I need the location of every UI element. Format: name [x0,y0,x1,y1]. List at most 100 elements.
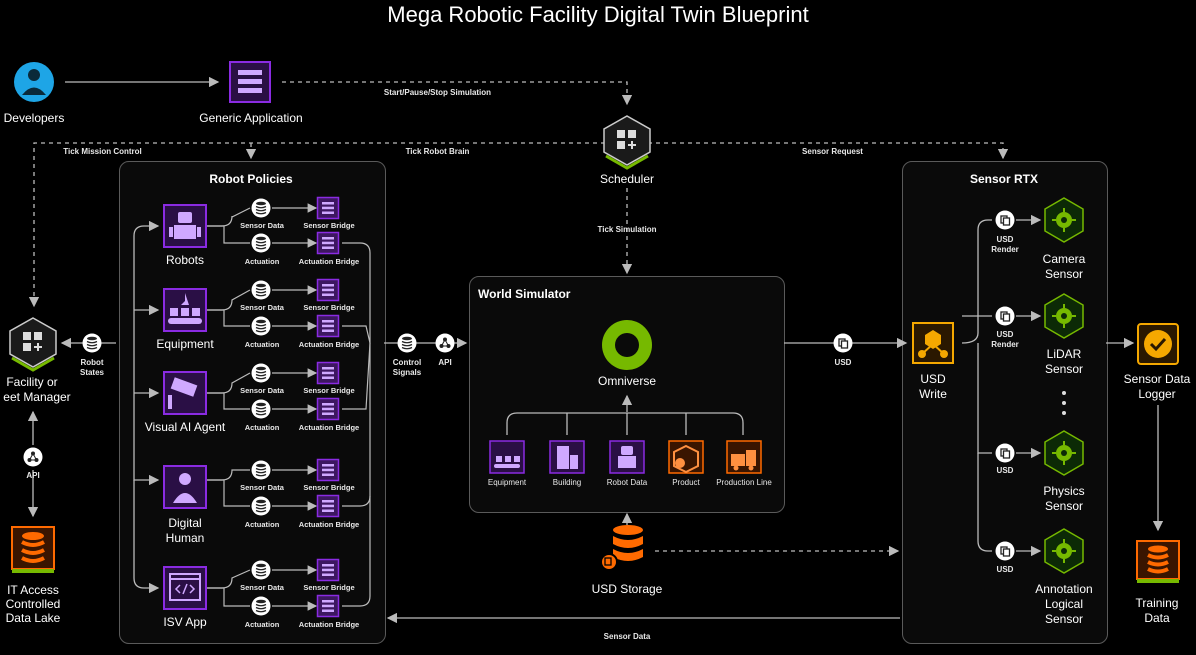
sensor-bridge-label: Sensor Bridge [303,583,355,592]
visual-ai-agent-label: Visual AI Agent [144,420,226,434]
actuation-bridge-label: Actuation Bridge [298,620,360,629]
data-lake-label-2: Controlled [5,597,61,611]
robot-policies-title: Robot Policies [209,172,293,186]
usd-write-label-2: Write [919,387,947,401]
sensor-logger-icon [1137,323,1179,365]
usd-render-label-2: Render [991,340,1019,349]
generic-app-icon [229,61,271,103]
facility-manager-label-1: Facility or [6,375,58,389]
asset-robot-data-label: Robot Data [606,478,648,487]
sensor-bridge-label: Sensor Bridge [303,386,355,395]
sensor-bridge-label: Sensor Bridge [303,303,355,312]
lidar-sensor-label-2: Sensor [1044,362,1084,376]
sensor-rtx-title: Sensor RTX [969,172,1038,186]
asset-production-line-label: Production Line [716,478,772,487]
tick-simulation-label: Tick Simulation [597,225,657,234]
sensor-bridge-label: Sensor Bridge [303,483,355,492]
usd-edge-label: USD [834,358,852,367]
start-pause-stop-label: Start/Pause/Stop Simulation [383,88,492,97]
camera-sensor-label-1: Camera [1042,252,1086,266]
lidar-sensor-label-1: LiDAR [1046,347,1082,361]
training-data-icon [1136,540,1180,583]
annotation-sensor-icon [1044,528,1084,574]
actuation-label: Actuation [244,520,280,529]
sensor-data-return-label: Sensor Data [603,632,651,641]
developers-icon [14,62,54,102]
usd-render-label-2: Render [991,245,1019,254]
robot-states-label-1: Robot [80,358,104,367]
tick-robot-brain-label: Tick Robot Brain [405,147,470,156]
annotation-sensor-label-2: Logical [1044,597,1084,611]
equipment-icon [163,288,207,332]
sensor-data-label: Sensor Data [240,221,284,230]
digital-human-icon [163,465,207,509]
data-lake-icon [11,526,55,573]
asset-building-icon [549,440,585,474]
robots-icon [163,204,207,248]
physics-sensor-label-2: Sensor [1044,499,1084,513]
sensor-data-label: Sensor Data [240,386,284,395]
usd-label-annotation: USD [996,565,1014,574]
scheduler-icon [603,115,651,170]
developers-label: Developers [3,111,65,125]
digital-human-label-1: Digital [168,516,202,530]
facility-manager-label-2: eet Manager [3,390,71,404]
robots-label: Robots [165,253,205,267]
asset-robot-data-icon [609,440,645,474]
actuation-bridge-label: Actuation Bridge [298,520,360,529]
physics-sensor-label-1: Physics [1043,484,1085,498]
isv-app-label: ISV App [163,615,207,629]
lidar-sensor-icon [1044,293,1084,339]
sensor-logger-label-1: Sensor Data [1123,372,1191,386]
usd-write-icon [912,322,954,364]
omniverse-icon [602,320,652,370]
actuation-label: Actuation [244,340,280,349]
diagram-title: Mega Robotic Facility Digital Twin Bluep… [387,2,809,27]
actuation-bridge-label: Actuation Bridge [298,423,360,432]
usd-render-label-1: USD [996,235,1014,244]
ellipsis-dots [1062,391,1066,415]
camera-sensor-label-2: Sensor [1044,267,1084,281]
control-signals-label-2: Signals [392,368,422,377]
asset-building-label: Building [552,478,582,487]
annotation-sensor-label-3: Sensor [1044,612,1084,626]
usd-render-label-1: USD [996,330,1014,339]
equipment-label: Equipment [156,337,214,351]
actuation-bridge-label: Actuation Bridge [298,257,360,266]
isv-app-icon [163,566,207,610]
sensor-data-label: Sensor Data [240,483,284,492]
asset-equipment-icon [489,440,525,474]
asset-product-label: Product [672,478,700,487]
usd-storage-icon [600,525,643,571]
sensor-data-label: Sensor Data [240,303,284,312]
usd-write-label-1: USD [920,372,946,386]
camera-sensor-icon [1044,197,1084,243]
actuation-bridge-label: Actuation Bridge [298,340,360,349]
sensor-request-label: Sensor Request [802,147,863,156]
facility-manager-icon [9,317,57,372]
actuation-label: Actuation [244,423,280,432]
tick-mission-control-label: Tick Mission Control [63,147,142,156]
api-label-main: API [438,358,452,367]
training-data-label-2: Data [1144,611,1170,625]
data-lake-label-1: IT Access [7,583,59,597]
world-simulator-title: World Simulator [478,287,571,301]
annotation-sensor-label-1: Annotation [1035,582,1093,596]
actuation-label: Actuation [244,620,280,629]
scheduler-label: Scheduler [599,172,655,186]
sensor-bridge-label: Sensor Bridge [303,221,355,230]
generic-app-label: Generic Application [199,111,303,125]
training-data-label-1: Training [1135,596,1179,610]
asset-production-line-icon [726,440,762,474]
asset-equipment-label: Equipment [487,478,527,487]
sensor-data-label: Sensor Data [240,583,284,592]
api-label-lake: API [26,471,40,480]
control-signals-label-1: Control [392,358,422,367]
asset-product-icon [668,440,704,474]
digital-human-label-2: Human [165,531,205,545]
usd-label-physics: USD [996,466,1014,475]
sensor-logger-label-2: Logger [1138,387,1176,401]
data-lake-label-3: Data Lake [5,611,61,625]
usd-storage-label: USD Storage [591,582,663,596]
